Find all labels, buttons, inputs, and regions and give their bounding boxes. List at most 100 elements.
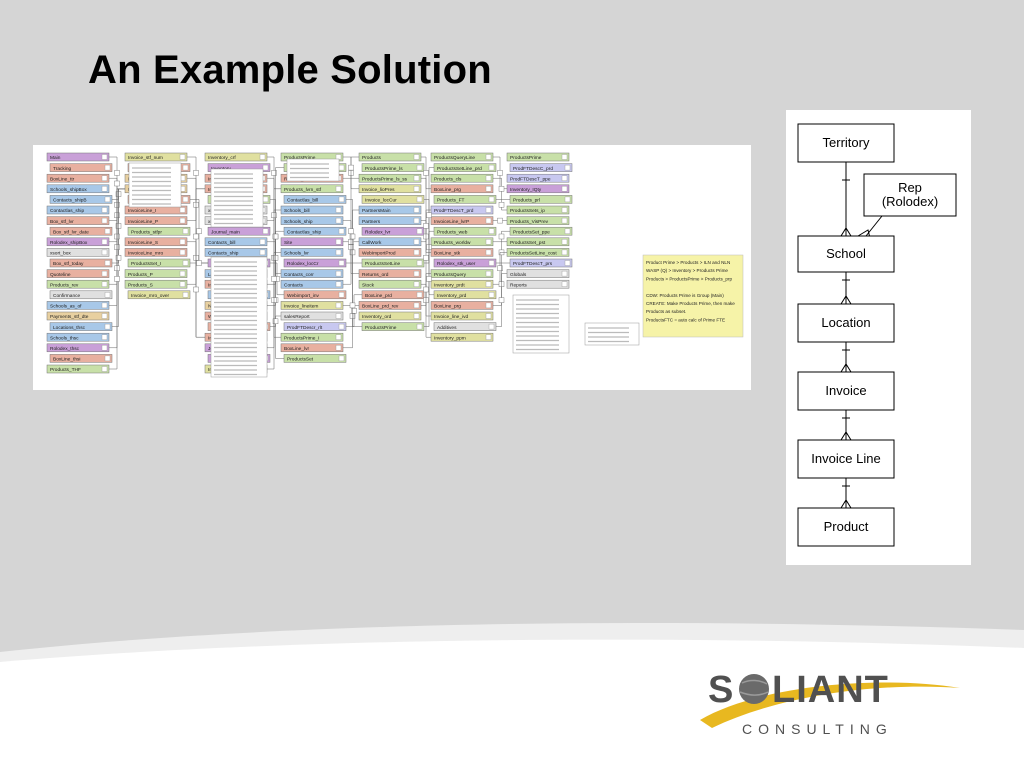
svg-text:BoxLine_stk: BoxLine_stk bbox=[434, 251, 461, 257]
schema-table-occurrence: Products_P bbox=[124, 269, 188, 278]
erd-entity-label: School bbox=[826, 246, 866, 261]
svg-text:Products_P: Products_P bbox=[128, 272, 153, 278]
svg-text:Box_stf_today: Box_stf_today bbox=[53, 261, 84, 267]
erd-entity-label: Location bbox=[821, 315, 870, 330]
schema-table-occurrence: Products_stfpr bbox=[127, 226, 191, 236]
svg-text:Products_web: Products_web bbox=[437, 229, 468, 235]
schema-table-occurrence: BoxLine_ttr bbox=[46, 173, 110, 183]
schema-table-occurrence: Schools_as_of bbox=[46, 301, 110, 310]
svg-text:ProductsSets_ip: ProductsSets_ip bbox=[510, 208, 545, 214]
schema-table-occurrence: Rolodex_thsc bbox=[46, 343, 110, 353]
svg-text:InvoiceLine_S: InvoiceLine_S bbox=[128, 240, 158, 246]
schema-field-list bbox=[512, 294, 570, 354]
svg-text:Inventory_ord: Inventory_ord bbox=[362, 314, 392, 320]
svg-text:Products_prl: Products_prl bbox=[513, 198, 540, 204]
svg-text:BoxLine_thsi: BoxLine_thsi bbox=[53, 357, 80, 363]
svg-text:Contacts_bill: Contacts_bill bbox=[208, 240, 235, 246]
schema-table-occurrence: BoxLine_prg bbox=[430, 301, 494, 310]
svg-text:BoxLine_ttr: BoxLine_ttr bbox=[50, 176, 75, 182]
schema-table-occurrence: Contactlas_bill bbox=[283, 195, 347, 204]
erd-entity-territory bbox=[797, 123, 895, 163]
svg-text:Contacts_ship: Contacts_ship bbox=[208, 251, 239, 257]
svg-text:BoxLine_prd_rev: BoxLine_prd_rev bbox=[362, 304, 399, 310]
schema-table-occurrence: ProductsQuery bbox=[430, 269, 494, 278]
schema-table-occurrence: Contactlas_ship bbox=[283, 226, 347, 236]
schema-table-occurrence: Invoice_lineitem bbox=[280, 301, 344, 310]
svg-text:ProdFTDescT_prs: ProdFTDescT_prs bbox=[513, 261, 553, 267]
schema-table-occurrence: Invoice_mro_over bbox=[127, 290, 191, 300]
schema-note-line: Product Prime > Products > ILN and NLN bbox=[646, 260, 730, 265]
schema-table-occurrence: Inventory_crf bbox=[204, 152, 268, 162]
schema-table-occurrence: ProductsPrime bbox=[506, 152, 570, 162]
erd-crowsfoot bbox=[840, 295, 852, 305]
schema-table-occurrence: Journal_main bbox=[207, 226, 271, 236]
svg-text:Contactlas_ship: Contactlas_ship bbox=[287, 229, 321, 235]
schema-table-occurrence: Products_S bbox=[124, 279, 188, 289]
schema-field-list bbox=[210, 168, 264, 228]
svg-text:Rolodex_locCr: Rolodex_locCr bbox=[287, 261, 319, 267]
svg-text:WebImportProd: WebImportProd bbox=[362, 251, 396, 257]
svg-text:ProductsQuery: ProductsQuery bbox=[434, 272, 467, 278]
schema-table-occurrence: ProductsSet_I bbox=[127, 258, 191, 268]
schema-table-occurrence: Products_prl bbox=[509, 195, 573, 204]
schema-table-occurrence: Box_stf_today bbox=[49, 258, 113, 268]
svg-text:Payments_stf_dte: Payments_stf_dte bbox=[50, 314, 89, 320]
erd-entity-label: (Rolodex) bbox=[882, 194, 938, 209]
svg-text:ProductsSetLine_prd: ProductsSetLine_prd bbox=[437, 166, 482, 172]
schema-table-occurrence: ProductsPrime_ls_ss bbox=[358, 173, 422, 183]
schema-table-occurrence: Partners bbox=[358, 216, 422, 225]
schema-table-occurrence: Contacts bbox=[280, 279, 344, 289]
svg-text:ProductsPrime: ProductsPrime bbox=[284, 155, 316, 161]
svg-text:InvoiceLine_mro: InvoiceLine_mro bbox=[128, 251, 164, 257]
schema-table-occurrence: Globals bbox=[506, 269, 570, 278]
schema-table-occurrence: ProductsSets_ip bbox=[506, 205, 570, 215]
schema-table-occurrence: Contacts_bill bbox=[204, 237, 268, 247]
slide-title: An Example Solution bbox=[88, 48, 492, 92]
erd-entity-label: Territory bbox=[823, 135, 870, 150]
svg-text:Stock: Stock bbox=[362, 282, 375, 288]
schema-table-occurrence: Invoice_line_ivd bbox=[430, 311, 494, 321]
svg-text:Rolodex_thsc: Rolodex_thsc bbox=[50, 346, 80, 352]
schema-note-line: CREATE: Make Products Prime, then make bbox=[646, 301, 735, 306]
svg-text:Contacts: Contacts bbox=[284, 282, 304, 288]
erd-crowsfoot bbox=[857, 229, 871, 239]
svg-text:BoxLine_prg: BoxLine_prg bbox=[434, 187, 461, 193]
svg-text:Invoice_line_ivd: Invoice_line_ivd bbox=[434, 314, 468, 320]
schema-table-occurrence: InvoiceLine_mro bbox=[124, 248, 188, 257]
schema-table-occurrence: ProdFTDescC_prd bbox=[509, 163, 573, 172]
schema-table-occurrence: ProdFTDescT_ppe bbox=[506, 173, 570, 183]
svg-text:ProdFTDescr_rlt: ProdFTDescr_rlt bbox=[287, 325, 323, 331]
erd-entity-location bbox=[797, 303, 895, 343]
svg-text:Rolodex_stk_user: Rolodex_stk_user bbox=[437, 261, 476, 267]
schema-table-occurrence: Webimport_inv bbox=[283, 290, 347, 300]
schema-field-list bbox=[128, 162, 182, 208]
svg-text:Schools_shipBox: Schools_shipBox bbox=[50, 187, 87, 193]
erd-crowsfoot bbox=[840, 431, 852, 441]
schema-note-line: Products as subset. bbox=[646, 309, 686, 314]
schema-note: Product Prime > Products > ILN and NLNWA… bbox=[642, 254, 744, 338]
svg-text:Invoice_lineitem: Invoice_lineitem bbox=[284, 304, 318, 310]
svg-text:Schools_lvr: Schools_lvr bbox=[284, 251, 309, 257]
svg-text:BoxLine_prg: BoxLine_prg bbox=[434, 304, 461, 310]
schema-table-occurrence: ProductsSetLine_cost bbox=[506, 248, 570, 257]
schema-table-occurrence: Products_VisPrev bbox=[506, 216, 570, 225]
erd-entity-label: Rep bbox=[898, 180, 922, 195]
schema-table-occurrence: Rolodex_locCr bbox=[283, 258, 347, 268]
logo-tagline: CONSULTING bbox=[742, 721, 893, 737]
svg-text:Schools_thsc: Schools_thsc bbox=[50, 335, 79, 341]
schema-table-occurrence: ProdFTDescT_prs bbox=[509, 258, 573, 268]
svg-text:Schools_bill: Schools_bill bbox=[284, 208, 310, 214]
svg-text:Webimport_inv: Webimport_inv bbox=[287, 293, 320, 299]
schema-table-occurrence: Products bbox=[358, 152, 422, 162]
svg-text:Products_stfpr: Products_stfpr bbox=[131, 229, 162, 235]
schema-table-occurrence: InvoiceLine_S bbox=[124, 237, 188, 247]
svg-text:Globals: Globals bbox=[510, 272, 527, 278]
erd-entity-label: Invoice Line bbox=[811, 451, 880, 466]
svg-text:Contacts_corr: Contacts_corr bbox=[284, 272, 314, 278]
schema-table-occurrence: Schools_lvr bbox=[280, 248, 344, 257]
svg-text:ProductsPrime_ls_ss: ProductsPrime_ls_ss bbox=[362, 176, 408, 182]
svg-text:ProductsPrime_ls: ProductsPrime_ls bbox=[365, 166, 403, 172]
schema-table-occurrence: Schools_shipBox bbox=[46, 184, 110, 194]
svg-text:Returns_ord: Returns_ord bbox=[362, 272, 389, 278]
